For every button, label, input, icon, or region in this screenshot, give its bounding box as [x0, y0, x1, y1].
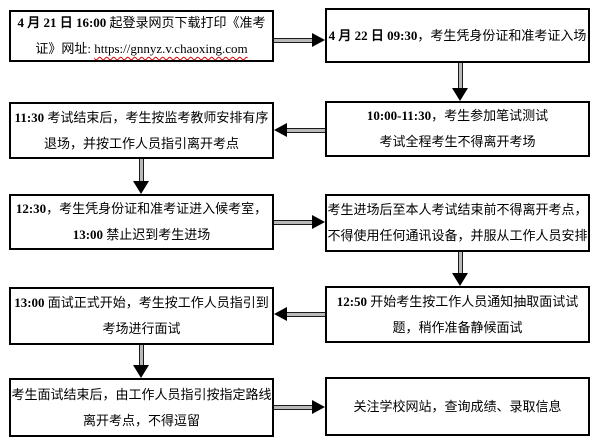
text-line: 考试全程考生不得离开考场	[379, 129, 535, 155]
text-segment: 面试正式开始，考生按工作人员指引到	[44, 295, 269, 310]
flow-box-draw-interview-question: 12:50 开始考生按工作人员通知抽取面试试题，稍作准备静候面试	[325, 286, 590, 343]
text-line: 13:00 面试正式开始，考生按工作人员指引到	[14, 290, 269, 316]
text-segment: 考生进场后至本人考试结束前不得离开考点，	[327, 202, 588, 217]
flow-box-leave-after-interview: 考生面试结束后，由工作人员指引按指定路线离开考点，不得逗留	[9, 378, 274, 437]
text-segment: ，考生参加笔试测试	[431, 108, 549, 123]
flow-box-entry-with-id-and-ticket: 4 月 22 日 09:30，考生凭身份证和准考证入场	[325, 8, 590, 63]
arrow-head-right-icon	[312, 215, 325, 229]
text-line: 不得使用任何通讯设备，并服从工作人员安排	[328, 223, 588, 249]
flow-box-enter-waiting-room: 12:30，考生凭身份证和准考证进入候考室，13:00 禁止迟到考生进场	[9, 194, 274, 250]
arrow-head-down-icon	[133, 181, 149, 194]
arrow-shaft	[138, 159, 144, 181]
flow-box-check-school-website: 关注学校网站，查询成绩、录取信息	[325, 377, 590, 436]
text-segment: ，考生凭身份证和准考证入场	[417, 27, 587, 43]
arrow-left-icon-box8-to-box7	[274, 307, 325, 321]
text-line: 11:30 考试结束后，考生按监考教师安排有序	[15, 105, 269, 131]
arrow-head-right-icon	[312, 400, 325, 414]
text-line: 关注学校网站，查询成绩、录取信息	[353, 394, 561, 420]
text-segment: 4 月 21 日 16:00	[17, 15, 107, 30]
arrow-down-icon-box3-to-box5	[133, 159, 149, 194]
arrow-shaft	[274, 404, 312, 410]
text-line: 4 月 22 日 09:30，考生凭身份证和准考证入场	[329, 23, 587, 49]
text-line: 考生进场后至本人考试结束前不得离开考点，	[328, 197, 588, 223]
text-segment: 离开考点，不得逗留	[82, 412, 200, 428]
text-line: 12:30，考生凭身份证和准考证进入候考室，	[16, 196, 267, 222]
arrow-down-icon-box7-to-box9	[133, 345, 149, 378]
arrow-shaft	[287, 127, 325, 133]
flow-box-no-leaving-no-devices: 考生进场后至本人考试结束前不得离开考点， 不得使用任何通讯设备，并服从工作人员安排	[325, 194, 590, 252]
arrow-head-left-icon	[274, 123, 287, 137]
text-line: 证》网址: https://gnnyz.v.chaoxing.com	[35, 36, 247, 62]
text-segment: 13:00	[14, 295, 45, 310]
arrow-shaft	[138, 345, 144, 365]
text-segment: 10:00-11:30	[366, 108, 432, 123]
text-segment: 起登录网页下载打印《准考	[106, 15, 266, 30]
arrow-shaft	[457, 63, 463, 88]
text-segment: 证》网址:	[35, 41, 95, 56]
text-segment: ，考生凭身份证和准考证进入候考室，	[46, 201, 268, 216]
text-segment: 12:50	[336, 293, 368, 309]
arrow-down-icon-box6-to-box8	[452, 252, 468, 286]
text-line: 13:00 禁止迟到考生进场	[73, 222, 211, 248]
arrow-head-right-icon	[312, 33, 325, 47]
flow-box-written-test: 10:00-11:30，考生参加笔试测试考试全程考生不得离开考场	[325, 101, 590, 157]
arrow-left-icon-box4-to-box3	[274, 123, 325, 137]
flow-box-download-print-admission-ticket: 4 月 21 日 16:00 起登录网页下载打印《准考证》网址: https:/…	[9, 10, 274, 62]
arrow-right-icon-box1-to-box2	[274, 33, 325, 47]
arrow-shaft	[274, 37, 312, 43]
arrow-right-icon-box5-to-box6	[274, 215, 325, 229]
text-segment: 退场，并按工作人员指引离开考点	[43, 135, 239, 151]
text-line: 离开考点，不得逗留	[83, 408, 200, 434]
flow-box-interview-start: 13:00 面试正式开始，考生按工作人员指引到考场进行面试	[9, 287, 274, 345]
arrow-down-icon-box2-to-box4	[452, 63, 468, 101]
text-segment: 不得使用任何通讯设备，并服从工作人员安排	[327, 228, 588, 243]
text-segment: 题，稍作准备静候面试	[392, 319, 523, 335]
text-segment: 13:00	[72, 227, 104, 242]
url-text: https://gnnyz.v.chaoxing.com	[94, 41, 248, 56]
text-segment: 考生面试结束后，由工作人员指引按指定路线	[11, 386, 272, 402]
text-segment: 11:30	[14, 109, 45, 125]
text-segment: 考试结束后，考生按监考教师安排有序	[44, 109, 269, 125]
text-segment: 考场进行面试	[102, 321, 181, 336]
text-segment: 12:30	[15, 201, 47, 216]
arrow-head-down-icon	[452, 273, 468, 286]
text-segment: 禁止迟到考生进场	[103, 227, 211, 242]
arrow-head-left-icon	[274, 307, 287, 321]
arrow-right-icon-box9-to-box10	[274, 400, 325, 414]
flow-box-exam-end-orderly-exit: 11:30 考试结束后，考生按监考教师安排有序退场，并按工作人员指引离开考点	[9, 102, 274, 159]
text-segment: 4 月 22 日 09:30	[328, 27, 418, 43]
text-segment: 开始考生按工作人员通知抽取面试试	[367, 293, 579, 309]
text-line: 考生面试结束后，由工作人员指引按指定路线	[12, 382, 272, 408]
arrow-head-down-icon	[452, 88, 468, 101]
arrow-head-down-icon	[133, 365, 149, 378]
text-line: 考场进行面试	[102, 316, 180, 342]
text-line: 12:50 开始考生按工作人员通知抽取面试试	[337, 289, 579, 315]
text-segment: 关注学校网站，查询成绩、录取信息	[353, 398, 562, 414]
arrow-shaft	[457, 252, 463, 273]
arrow-shaft	[287, 311, 325, 317]
text-line: 4 月 21 日 16:00 起登录网页下载打印《准考	[17, 10, 265, 36]
text-segment: 考试全程考生不得离开考场	[379, 134, 536, 149]
arrow-shaft	[274, 219, 312, 225]
text-line: 10:00-11:30，考生参加笔试测试	[367, 103, 548, 129]
text-line: 退场，并按工作人员指引离开考点	[44, 131, 239, 157]
text-line: 题，稍作准备静候面试	[392, 315, 522, 341]
